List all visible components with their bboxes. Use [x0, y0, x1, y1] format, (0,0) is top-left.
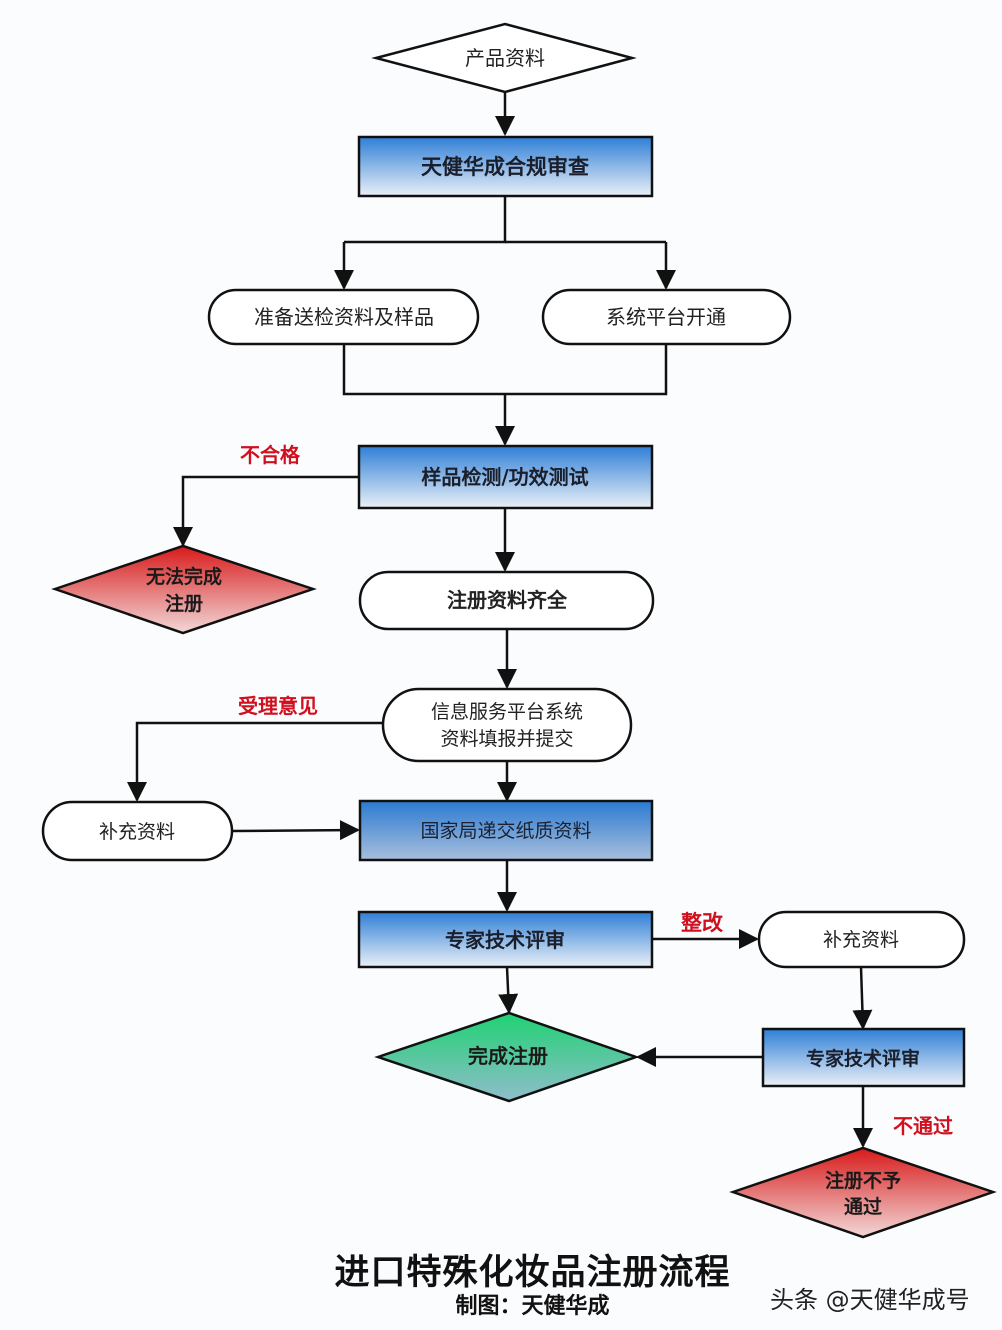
node-product-info: 产品资料 [371, 22, 637, 94]
node-label: 补充资料 [823, 929, 899, 951]
node-rejected: 注册不予 通过 [729, 1146, 997, 1239]
edge-label-not-passed: 不通过 [893, 1114, 953, 1138]
node-label: 产品资料 [465, 46, 545, 70]
node-prepare-samples: 准备送检资料及样品 [207, 288, 480, 346]
node-compliance-review: 天健华成合规审查 [357, 135, 654, 198]
diagram-credit: 制图：天健华成 [455, 1294, 610, 1319]
node-supplement-left: 补充资料 [41, 800, 234, 862]
edge-supplement-to-expert2 [852, 966, 873, 1030]
node-label: 注册不予 [825, 1169, 901, 1192]
edge-label-acceptance-opinion: 受理意见 [238, 694, 318, 718]
connectors [127, 92, 873, 1148]
watermark: 头条 @天健华成号 [770, 1286, 970, 1314]
node-paper-submission: 国家局递交纸质资料 [358, 799, 654, 862]
edge-expert-to-complete [498, 966, 519, 1014]
node-label: 无法完成 [146, 565, 222, 588]
node-label: 系统平台开通 [606, 305, 726, 329]
diagram-title: 进口特殊化妆品注册流程 [334, 1253, 731, 1293]
edge-platform-to-supplement [127, 721, 383, 802]
node-label: 资料填报并提交 [440, 728, 573, 750]
node-label: 专家技术评审 [806, 1047, 920, 1070]
node-docs-complete: 注册资料齐全 [358, 570, 655, 631]
node-platform-submit: 信息服务平台系统 资料填报并提交 [381, 687, 633, 763]
node-label: 补充资料 [99, 821, 175, 843]
node-label: 信息服务平台系统 [431, 701, 583, 723]
node-label: 天健华成合规审查 [421, 155, 589, 179]
edge-label-unqualified: 不合格 [240, 443, 301, 467]
node-cannot-complete: 无法完成 注册 [51, 544, 317, 635]
node-label: 完成注册 [468, 1044, 548, 1068]
node-expert-review-2: 专家技术评审 [761, 1027, 966, 1088]
node-label: 注册 [165, 592, 203, 615]
edge-supplement-to-paper [231, 820, 360, 841]
edge-testing-to-fail [173, 475, 359, 547]
edge-prepare-merge [342, 345, 668, 396]
node-sample-testing: 样品检测/功效测试 [357, 444, 654, 510]
node-platform-open: 系统平台开通 [541, 288, 792, 346]
node-label: 样品检测/功效测试 [421, 465, 588, 489]
node-label: 专家技术评审 [445, 928, 565, 952]
node-expert-review: 专家技术评审 [357, 910, 654, 969]
node-label: 准备送检资料及样品 [254, 305, 434, 329]
node-complete-registration: 完成注册 [374, 1011, 640, 1103]
node-supplement-right: 补充资料 [757, 910, 966, 969]
node-label: 国家局递交纸质资料 [420, 820, 591, 842]
edge-review-to-branches [344, 197, 507, 244]
edge-label-rectify: 整改 [681, 911, 724, 935]
node-label: 注册资料齐全 [447, 588, 568, 612]
node-label: 通过 [844, 1196, 882, 1218]
